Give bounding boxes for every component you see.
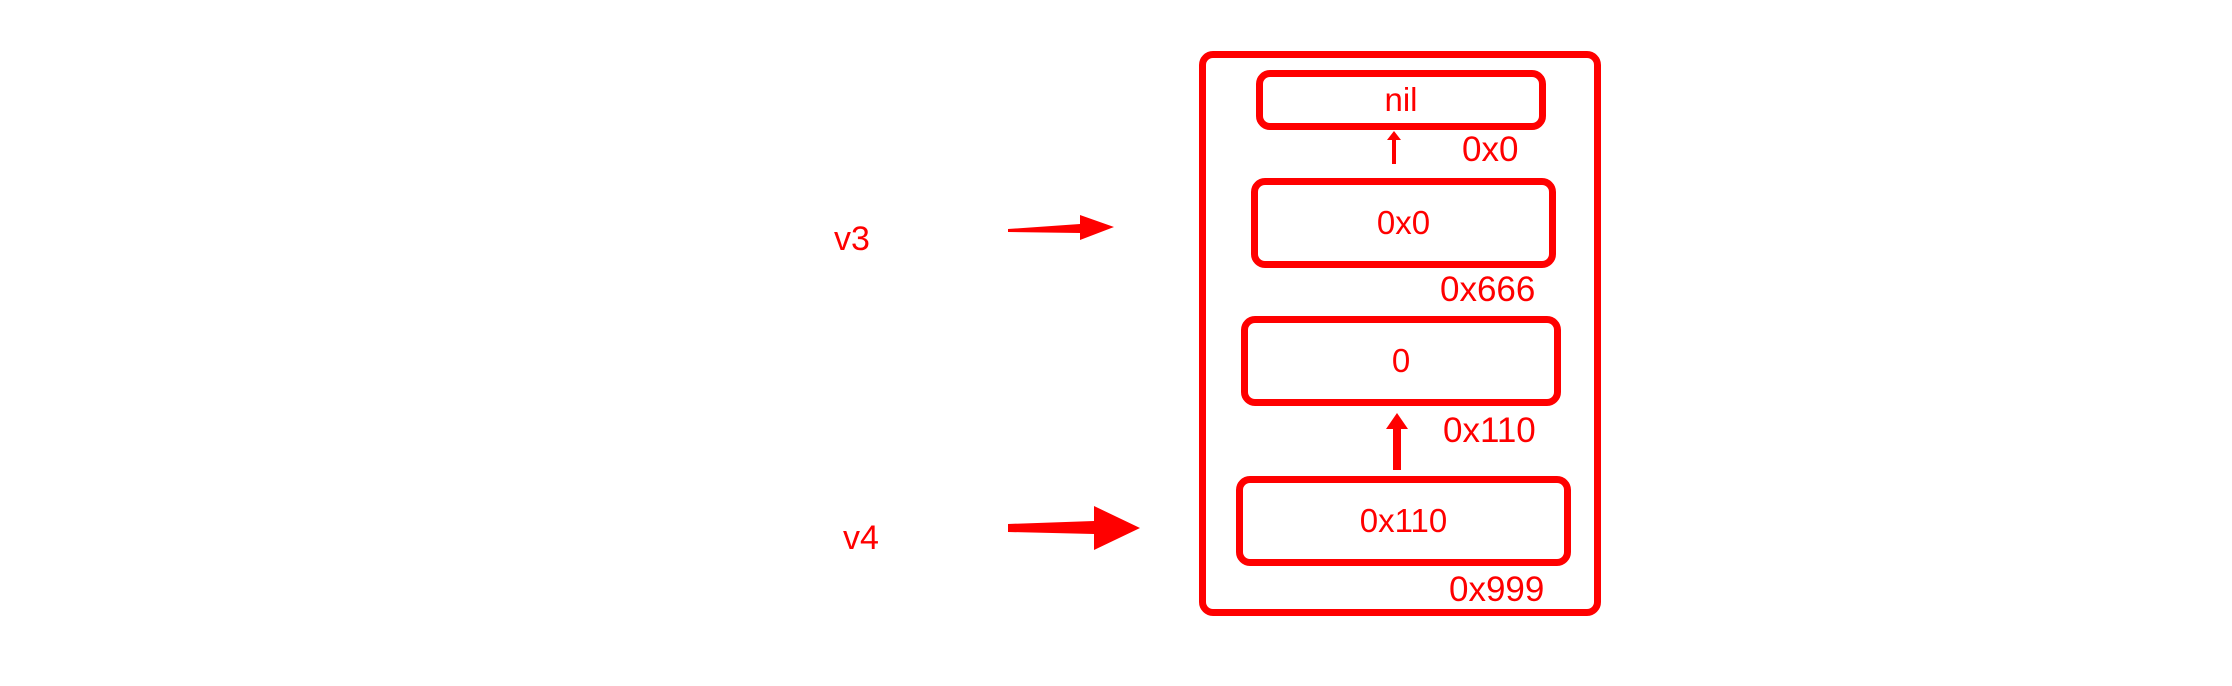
pointer-arrow-v4-icon — [1006, 503, 1151, 555]
variable-label-v4: v4 — [843, 519, 879, 557]
memory-cell: 0x110 — [1236, 476, 1571, 566]
memory-container — [1199, 51, 1601, 616]
arrow-up-icon — [1378, 412, 1418, 472]
pointer-arrow-v3-icon — [1006, 206, 1126, 250]
memory-cell: 0x0 — [1251, 178, 1556, 268]
memory-cell-address: 0x0 — [1462, 130, 1519, 169]
memory-cell-value: 0x110 — [1359, 502, 1448, 539]
arrow-up-icon — [1380, 131, 1414, 165]
memory-cell: nil — [1256, 70, 1546, 130]
memory-cell-address: 0x110 — [1443, 411, 1536, 450]
variable-label-v3: v3 — [834, 220, 870, 258]
memory-cell-value: 0 — [1391, 342, 1411, 379]
memory-cell-value: 0x0 — [1376, 204, 1431, 241]
memory-cell-value: nil — [1384, 81, 1418, 118]
memory-cell-address: 0x999 — [1449, 570, 1545, 609]
memory-cell-address: 0x666 — [1440, 270, 1536, 309]
memory-cell: 0 — [1241, 316, 1561, 406]
